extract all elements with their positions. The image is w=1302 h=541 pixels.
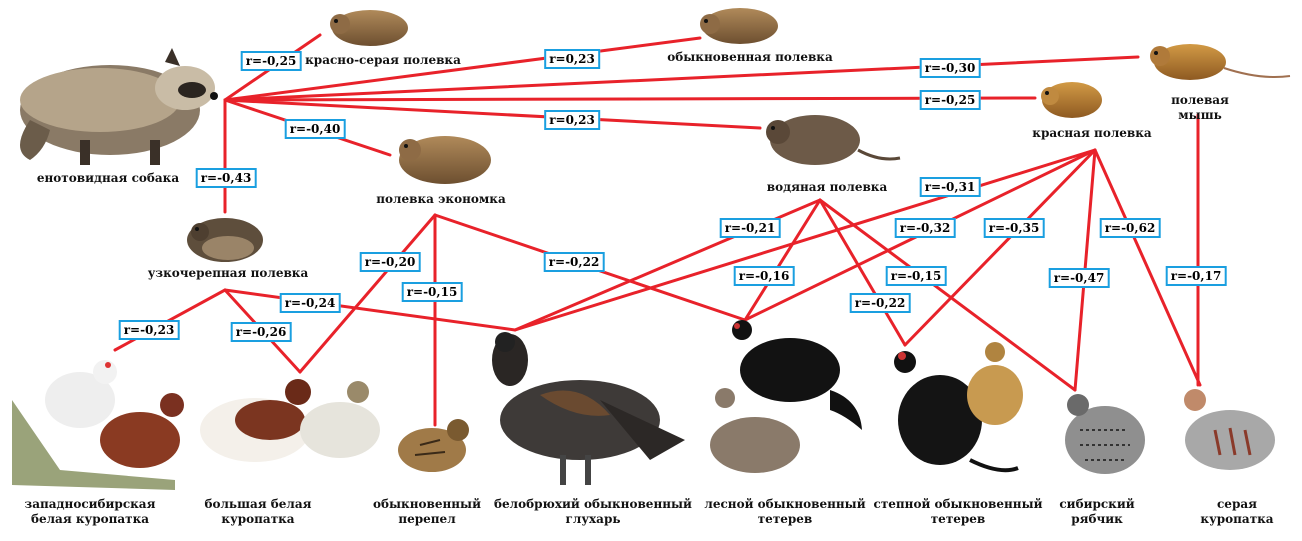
steppe-grouse-image [894,342,1023,473]
r-raccoon-narrow: r=-0,43 [195,168,257,188]
label-red-vole: красная полевка [1032,126,1152,140]
r-redvole-steppe: r=-0,35 [983,218,1045,238]
r-raccoon-mouse: r=-0,30 [919,58,981,78]
line-redvole-caper [513,148,1097,332]
r-root-big: r=-0,20 [359,252,421,272]
hazel-grouse-image [1065,394,1145,474]
ws-ptarmigan-image [12,360,184,490]
line-raccoon-mouse [223,55,1140,102]
label-hazel-grouse: сибирский рябчик [1059,497,1135,526]
narrow-skull-vole-image [187,218,263,262]
label-raccoon-dog: енотовидная собака [36,171,180,185]
raccoon-dog-image [20,48,218,165]
root-vole-image [399,136,491,184]
water-vole-image [766,115,901,165]
label-quail: обыкновенный перепел [373,497,481,526]
r-water-forest: r=-0,16 [733,266,795,286]
label-field-mouse: полевая мышь [1171,93,1229,122]
line-raccoon-redvole [223,96,1037,102]
r-raccoon-water: r=0,23 [544,110,600,130]
line-redvole-steppe [903,148,1097,347]
label-root-vole: полевка экономка [376,192,506,206]
partridge-image [1184,389,1275,470]
line-narrow-caper [223,288,517,332]
red-gray-vole-image [330,10,408,46]
r-raccoon-common: r=0,23 [544,49,600,69]
r-root-forest: r=-0,22 [543,252,605,272]
label-steppe-grouse: степной обыкновенный тетерев [873,497,1043,526]
label-ws-ptarmigan: западносибирская белая куропатка [24,497,156,526]
big-ptarmigan-image [200,379,380,462]
label-narrow-skull-vole: узкочерепная полевка [147,266,309,280]
r-water-caper: r=-0,21 [719,218,781,238]
r-water-hazel: r=-0,15 [885,266,947,286]
label-common-vole: обыкновенная полевка [667,50,833,64]
label-red-gray-vole: красно-серая полевка [305,53,461,67]
r-raccoon-redvole: r=-0,25 [919,90,981,110]
r-redvole-forest: r=-0,32 [894,218,956,238]
label-water-vole: водяная полевка [766,180,888,194]
line-raccoon-common [223,36,702,102]
line-water-forest [743,198,822,322]
r-narrow-big: r=-0,26 [230,322,292,342]
field-mouse-image [1150,44,1291,80]
forest-grouse-image [710,320,862,473]
r-redvole-partridge: r=-0,62 [1099,218,1161,238]
r-water-steppe: r=-0,22 [849,293,911,313]
label-capercaillie: белобрюхий обыкновенный глухарь [494,497,692,526]
line-redvole-partridge [1093,148,1202,387]
line-water-hazel [818,198,1077,392]
r-raccoon-root: r=-0,40 [284,119,346,139]
line-water-steppe [818,198,907,347]
red-vole-image [1041,82,1102,118]
r-raccoon-redgray: r=-0,25 [240,51,302,71]
line-raccoon-water [223,98,762,130]
label-forest-grouse: лесной обыкновенный тетерев [704,497,866,526]
r-narrow-caper: r=-0,24 [279,293,341,313]
r-narrow-ws: r=-0,23 [118,320,180,340]
label-big-ptarmigan: большая белая куропатка [204,497,312,526]
common-vole-image [700,8,778,44]
r-redvole-caper: r=-0,31 [919,177,981,197]
r-mouse-partridge: r=-0,17 [1165,266,1227,286]
capercaillie-image [492,332,685,485]
label-partridge: серая куропатка [1200,497,1274,526]
r-redvole-hazel: r=-0,47 [1048,268,1110,288]
quail-image [398,419,469,472]
line-root-big [298,213,437,374]
r-root-quail: r=-0,15 [401,282,463,302]
